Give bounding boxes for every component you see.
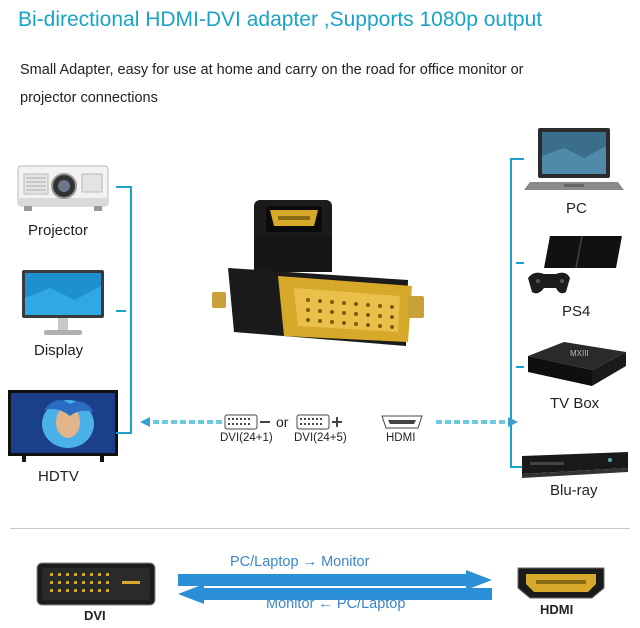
arrow-left-icon [140, 417, 150, 427]
svg-text:MXIII: MXIII [570, 349, 589, 358]
bluray-player-icon [522, 452, 628, 478]
right-bracket-tick-2 [516, 262, 524, 264]
left-dashed-arrow [140, 417, 222, 427]
reverse-direction-label: Monitor ← PC/Laptop [266, 596, 406, 612]
dvi-connector-icon [36, 562, 156, 606]
bidirectional-arrow-icon [178, 570, 492, 604]
left-device-hdtv-label: HDTV [38, 468, 79, 485]
subtitle-line-1: Small Adapter, easy for use at home and … [20, 62, 524, 78]
right-device-tv-box-label: TV Box [550, 395, 600, 412]
left-bracket-tick-mid [116, 310, 126, 312]
dvi-24-1-label: DVI(24+1) [220, 432, 273, 444]
hdmi-label: HDMI [386, 432, 416, 444]
right-bracket-tick-1 [516, 158, 524, 160]
right-bracket-tick-4 [516, 466, 524, 468]
right-device-pc-label: PC [566, 200, 587, 217]
hdmi-connector-icon [517, 567, 605, 599]
dvi-24-1-icon [224, 414, 270, 430]
laptop-icon [524, 128, 624, 190]
section-divider [10, 528, 630, 529]
left-device-projector-label: Projector [28, 222, 89, 239]
or-text: or [276, 414, 289, 430]
page-title: Bi-directional HDMI-DVI adapter ,Support… [18, 8, 543, 31]
hdmi-port-icon [381, 415, 423, 429]
projector-icon [17, 165, 109, 211]
right-bracket-tick-3 [516, 366, 524, 368]
bottom-hdmi-label: HDMI [540, 602, 574, 617]
monitor-icon [22, 270, 104, 335]
dvi-24-5-icon [296, 414, 342, 430]
bottom-dvi-label: DVI [84, 608, 106, 623]
dvi-24-5-label: DVI(24+5) [294, 432, 347, 444]
right-device-bluray-label: Blu-ray [550, 482, 598, 499]
right-bracket [510, 158, 518, 468]
left-bracket [124, 186, 132, 434]
forward-direction-label: PC/Laptop → Monitor [230, 554, 370, 570]
left-bracket-tick-top [116, 186, 126, 188]
right-device-ps4-label: PS4 [562, 303, 591, 320]
left-bracket-tick-bottom [116, 432, 126, 434]
subtitle-line-2: projector connections [20, 90, 158, 106]
adapter-product-image [212, 200, 424, 346]
tv-icon [8, 390, 118, 462]
console-icon [528, 235, 622, 294]
left-device-display-label: Display [34, 342, 84, 359]
arrow-right-icon [508, 417, 518, 427]
page-subtitle: Small Adapter, easy for use at home and … [20, 56, 620, 112]
tv-box-icon: MXIII [528, 342, 626, 386]
right-dashed-arrow [436, 417, 518, 427]
